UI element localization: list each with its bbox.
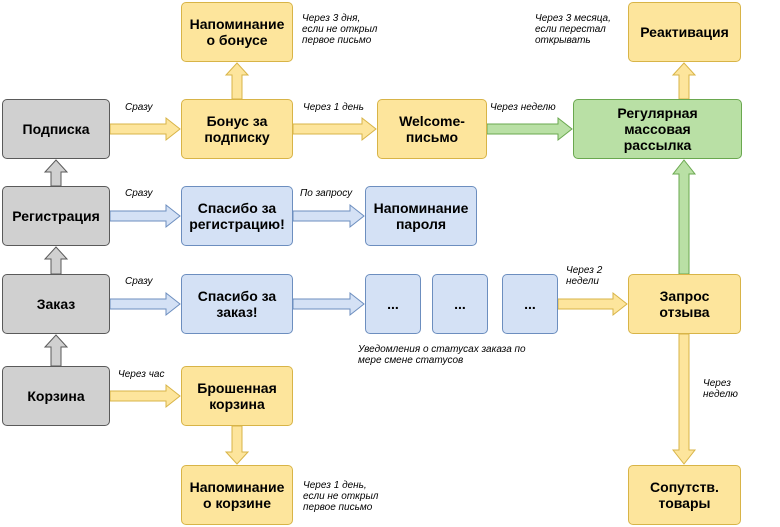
label-srazu-2: Сразу xyxy=(125,188,153,199)
node-zakaz: Заказ xyxy=(2,274,110,334)
node-cart-reminder: Напоминание о корзине xyxy=(181,465,293,525)
node-bonus-reminder: Напоминание о бонусе xyxy=(181,2,293,62)
arrow-bonus-to-bonus-reminder xyxy=(224,62,250,100)
label-po-zaprosu: По запросу xyxy=(300,188,353,199)
node-reactivation: Реактивация xyxy=(628,2,741,62)
label-cherez-nedelyu-1: Через неделю xyxy=(490,102,556,113)
arrow-abandoned-to-cart-reminder xyxy=(224,425,250,465)
node-thanks-order: Спасибо за заказ! xyxy=(181,274,293,334)
label-cherez-den: Через 1 день xyxy=(303,102,364,113)
arrow-zakaz-to-thanks-order xyxy=(109,291,181,317)
node-password-reminder: Напоминание пароля xyxy=(365,186,477,246)
arrow-thanks-to-password xyxy=(292,203,365,229)
label-bonus-reminder-condition: Через 3 дня, если не открыл первое письм… xyxy=(302,13,378,46)
arrow-status-to-review xyxy=(557,291,628,317)
node-status-3: ... xyxy=(502,274,558,334)
arrow-podpiska-to-bonus xyxy=(109,116,181,142)
arrow-review-to-related xyxy=(671,333,697,465)
node-abandoned-cart: Брошенная корзина xyxy=(181,366,293,426)
arrow-mass-mailing-to-reactivation xyxy=(671,62,697,100)
node-welcome: Welcome- письмо xyxy=(377,99,487,159)
label-srazu-3: Сразу xyxy=(125,276,153,287)
arrow-korzina-to-zakaz xyxy=(43,334,69,367)
label-cart-reminder-condition: Через 1 день, если не открыл первое пись… xyxy=(303,480,379,513)
label-reactivation-condition: Через 3 месяца, если перестал открывать xyxy=(535,13,611,46)
arrow-zakaz-to-registratsiya xyxy=(43,246,69,275)
label-cherez-nedelyu-2: Через неделю xyxy=(703,378,738,400)
arrow-registratsiya-to-thanks xyxy=(109,203,181,229)
arrow-bonus-to-welcome xyxy=(292,116,377,142)
arrow-korzina-to-abandoned xyxy=(109,383,181,409)
node-mass-mailing: Регулярная массовая рассылка xyxy=(573,99,742,159)
label-srazu-1: Сразу xyxy=(125,102,153,113)
arrow-welcome-to-mass-mailing xyxy=(486,116,573,142)
node-status-1: ... xyxy=(365,274,421,334)
arrow-registratsiya-to-podpiska xyxy=(43,159,69,187)
node-review-request: Запрос отзыва xyxy=(628,274,741,334)
node-podpiska: Подписка xyxy=(2,99,110,159)
label-cherez-chas: Через час xyxy=(118,369,165,380)
node-korzina: Корзина xyxy=(2,366,110,426)
node-status-2: ... xyxy=(432,274,488,334)
arrow-thanks-order-to-status xyxy=(292,291,365,317)
label-status-notifications: Уведомления о статусах заказа по мере см… xyxy=(358,344,526,366)
node-related-products: Сопутств. товары xyxy=(628,465,741,525)
node-registratsiya: Регистрация xyxy=(2,186,110,246)
node-bonus: Бонус за подписку xyxy=(181,99,293,159)
arrow-review-to-mass-mailing xyxy=(671,159,697,275)
node-thanks-registration: Спасибо за регистрацию! xyxy=(181,186,293,246)
label-cherez-2-nedeli: Через 2 недели xyxy=(566,265,603,287)
